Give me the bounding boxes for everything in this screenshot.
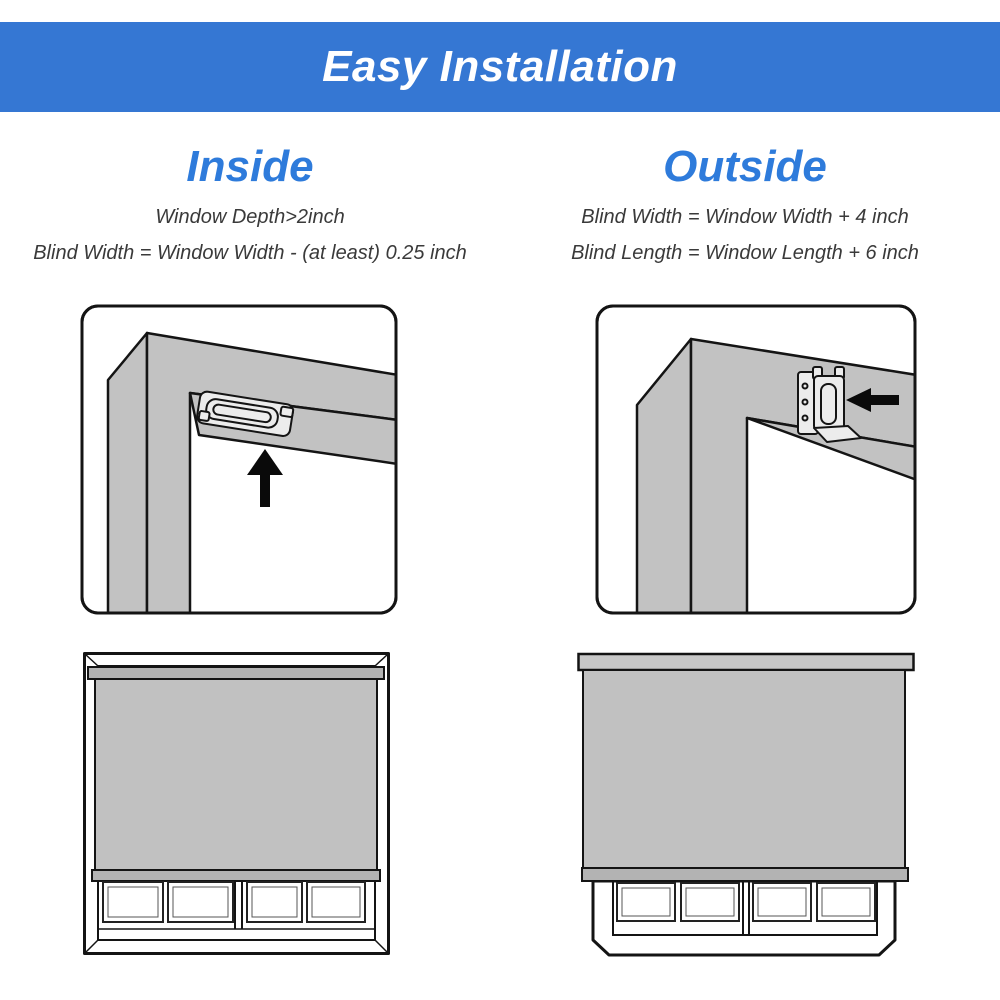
bracket-ledge <box>813 425 862 443</box>
up-arrow-icon <box>247 449 283 507</box>
window-frame-corner <box>635 337 915 613</box>
title-banner: Easy Installation <box>0 22 1000 112</box>
page-title: Easy Installation <box>322 42 678 91</box>
window-pane <box>306 881 366 923</box>
inside-heading: Inside <box>186 142 314 191</box>
center-mullion <box>742 881 750 935</box>
window-frame-corner <box>106 331 396 613</box>
center-mullion <box>234 881 243 929</box>
inside-mount-bracket-diagram <box>80 304 398 615</box>
mounting-bracket <box>196 390 295 437</box>
left-arrow-icon <box>846 388 899 412</box>
header-rail <box>87 666 385 680</box>
outside-mount-bracket-diagram <box>595 304 917 615</box>
roller-shade <box>94 678 378 871</box>
inside-spec-depth: Window Depth>2inch <box>155 206 345 228</box>
window-panes <box>616 882 876 922</box>
outside-heading: Outside <box>663 142 827 191</box>
jamb-side-face <box>106 331 149 613</box>
jamb-side-face <box>635 337 693 613</box>
window-pane <box>752 882 812 922</box>
inside-spec-width: Blind Width = Window Width - (at least) … <box>33 242 467 264</box>
window-pane <box>167 881 234 923</box>
inside-section: Inside Window Depth>2inch Blind Width = … <box>30 142 470 278</box>
window-pane <box>680 882 740 922</box>
inside-mount-result-diagram <box>83 652 390 955</box>
outside-mount-result-diagram <box>577 652 915 957</box>
window-pane <box>246 881 303 923</box>
window-inner-frame <box>612 881 878 936</box>
mounting-bracket <box>797 366 862 443</box>
header-rail <box>577 652 915 672</box>
frame-bevels <box>84 653 389 954</box>
window-pane <box>102 881 164 923</box>
window-panes <box>102 881 366 923</box>
diagram-box-outline <box>595 304 917 615</box>
outside-section: Outside Blind Width = Window Width + 4 i… <box>520 142 970 278</box>
window-pane <box>616 882 676 922</box>
window-pane <box>816 882 876 922</box>
outside-spec-width: Blind Width = Window Width + 4 inch <box>581 206 909 228</box>
bottom-rail <box>581 867 909 882</box>
roller-shade <box>582 669 906 869</box>
outside-spec-length: Blind Length = Window Length + 6 inch <box>571 242 919 264</box>
bottom-rail <box>91 869 381 882</box>
diagram-box-outline <box>80 304 398 615</box>
